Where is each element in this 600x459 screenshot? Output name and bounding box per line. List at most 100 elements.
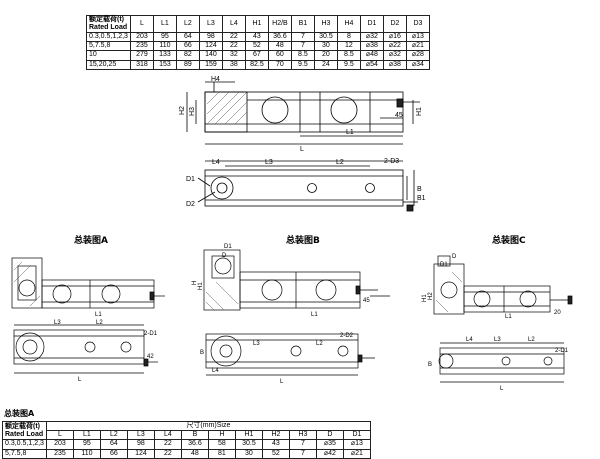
table-cell: 81 [207, 448, 236, 459]
top-label-l3: L3 [265, 159, 273, 166]
table-cell: 5,7.5,8 [2, 448, 47, 459]
table-cell: 36.6 [180, 439, 209, 450]
main-label-45: 45 [395, 112, 403, 119]
main-side-view [186, 81, 420, 145]
table-cell: 22 [153, 439, 182, 450]
bottom-table-col-l1: L1 [72, 430, 101, 441]
table-cell: 7 [288, 439, 317, 450]
bottom-table-col-l: L [45, 430, 74, 441]
bottom-table-col-h3: H3 [288, 430, 317, 441]
table-cell: 0.3,0.5,1,2,3 [2, 439, 47, 450]
asm-b-label-l1: L1 [311, 312, 318, 318]
table-cell: 22 [153, 448, 182, 459]
table-cell: ⌀42 [315, 448, 344, 459]
bottom-table-col-d: D [315, 430, 344, 441]
asm-b-label-h1: H1 [198, 282, 204, 290]
table-cell: ⌀35 [315, 439, 344, 450]
top-label-l4: L4 [212, 159, 220, 166]
asm-c-label-d: D [452, 254, 457, 260]
table-cell: 7 [288, 448, 317, 459]
assembly-c-title: 总装图C [492, 236, 526, 246]
asm-c-label-h2: H2 [428, 292, 434, 300]
assembly-b-labels: H H1 D1 D L1 45 L3 L2 2-D2 L4 L B [192, 244, 370, 385]
top-label-b: B [417, 186, 422, 193]
bottom-table-load-header: 额定载荷(t)Rated Load [2, 420, 47, 441]
bottom-table-col-h1: H1 [234, 430, 263, 441]
table-cell: 52 [261, 448, 290, 459]
asm-b-label-2-d2: 2-D2 [340, 333, 354, 339]
asm-b-label-h: H [192, 281, 198, 285]
asm-b-label-d1: D1 [224, 244, 232, 250]
table-cell: 66 [99, 448, 128, 459]
asm-c-label-l: L [500, 386, 504, 392]
asm-c-label-l3: L3 [494, 337, 501, 343]
assembly-b-title: 总装图B [286, 236, 320, 246]
bottom-table-size-header: 尺寸(mm)Size [45, 420, 371, 432]
table-cell: 203 [45, 439, 74, 450]
asm-a-label-42: 42 [147, 354, 154, 360]
asm-a-label-l2: L2 [96, 320, 103, 326]
asm-c-label-l1: L1 [505, 314, 512, 320]
table-cell: ⌀13 [342, 439, 371, 450]
bottom-table-col-l2: L2 [99, 430, 128, 441]
asm-b-label-b: B [200, 350, 204, 356]
main-label-h3: H3 [189, 107, 196, 116]
table-cell: 64 [99, 439, 128, 450]
table-cell: ⌀28 [405, 50, 430, 61]
table-cell: 235 [45, 448, 74, 459]
table-cell: 48 [180, 448, 209, 459]
asm-b-label-l: L [280, 379, 284, 385]
top-label-l2: L2 [336, 159, 344, 166]
assembly-a-title: 总装图A [74, 236, 108, 246]
assembly-a-labels: L3 L2 2-D1 42 L L1 [54, 312, 158, 383]
asm-a-label-l: L [78, 377, 82, 383]
asm-b-label-d: D [222, 253, 227, 259]
assembly-a-drawing [11, 257, 165, 374]
table-cell: ⌀21 [405, 41, 430, 52]
main-label-h4: H4 [211, 76, 220, 83]
asm-c-label-d1: D1 [440, 262, 448, 268]
assembly-c-labels: D D1 H1 H2 L1 20 L4 L3 L2 2-D1 B L [422, 254, 569, 392]
table-cell: ⌀13 [405, 31, 430, 43]
table-cell: 98 [126, 439, 155, 450]
main-label-l: L [300, 146, 304, 153]
table-cell: 58 [207, 439, 236, 450]
main-label-h1: H1 [416, 107, 423, 116]
bottom-table-col-b: B [180, 430, 209, 441]
asm-a-label-l1: L1 [95, 312, 102, 318]
table-cell: 110 [72, 448, 101, 459]
asm-b-label-l3: L3 [253, 341, 260, 347]
bottom-table-col-d1: D1 [342, 430, 371, 441]
asm-c-label-l4: L4 [466, 337, 473, 343]
asm-a-label-l3: L3 [54, 320, 61, 326]
asm-b-label-45: 45 [363, 298, 370, 304]
asm-c-label-h1: H1 [422, 294, 428, 302]
main-label-h2: H2 [179, 106, 186, 115]
top-label-d2: D2 [186, 201, 195, 208]
top-label-d1: D1 [186, 176, 195, 183]
bottom-table-col-l4: L4 [153, 430, 182, 441]
table-cell: 43 [261, 439, 290, 450]
asm-c-label-b: B [428, 362, 432, 368]
asm-c-label-l2: L2 [528, 337, 535, 343]
asm-c-label-20: 20 [554, 310, 561, 316]
asm-b-label-l4: L4 [212, 368, 219, 374]
table-cell: 95 [72, 439, 101, 450]
asm-a-label-2-d1: 2-D1 [144, 331, 158, 337]
table-cell: 30 [234, 448, 263, 459]
assembly-b-drawing [203, 249, 390, 376]
top-label-2-d3: 2-D3 [384, 158, 399, 165]
bottom-table-col-l3: L3 [126, 430, 155, 441]
bottom-table-col-h: H [207, 430, 236, 441]
bottom-table-title: 总装图A [4, 409, 35, 418]
assembly-c-drawing [433, 255, 573, 383]
